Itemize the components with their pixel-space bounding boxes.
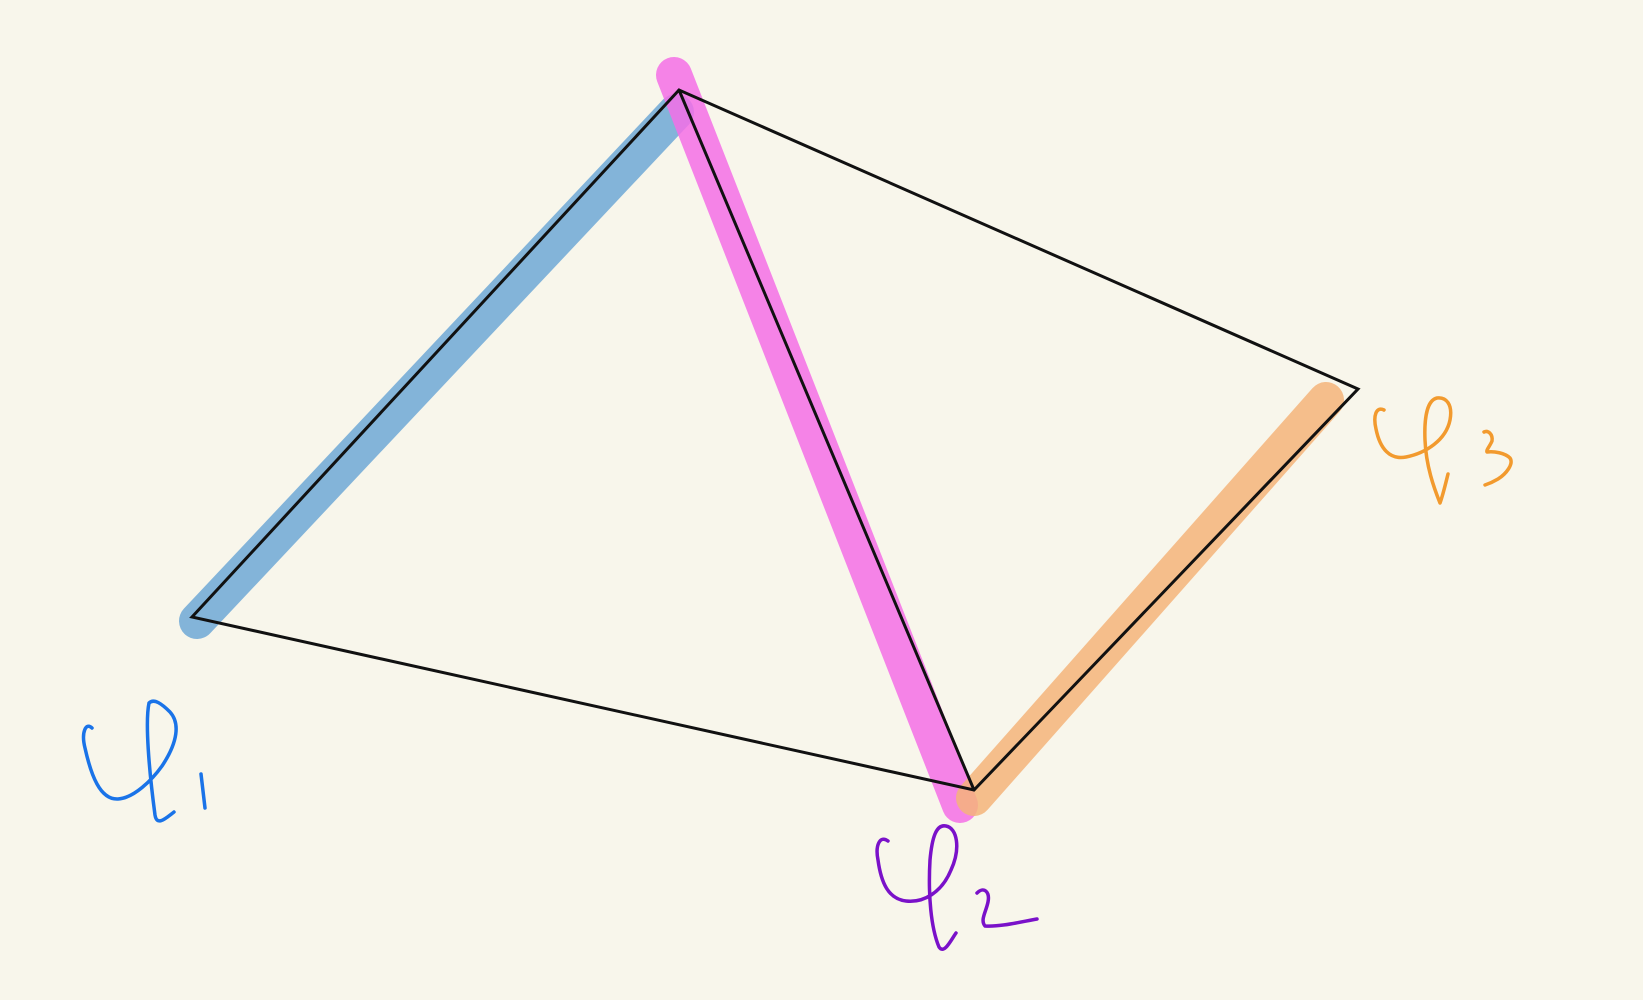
phi-2-subscript: [975, 888, 1039, 928]
phi-1-subscript: [199, 772, 207, 810]
highlight-edge-bottom-right: [956, 382, 1344, 816]
phi-2-label: φ₂: [875, 824, 1039, 951]
phi-1-label: φ₁: [81, 699, 207, 823]
phi-3-subscript: [1482, 429, 1513, 487]
quadrilateral-outline: [189, 88, 1361, 792]
diagonal-edge: [677, 88, 976, 792]
phi-1-glyph: [81, 699, 178, 823]
phi-3-label: φ₃: [1373, 396, 1513, 505]
phi-2-glyph: [875, 824, 959, 951]
highlight-edge-top-bottom: [656, 57, 978, 823]
phi-3-glyph: [1373, 396, 1453, 505]
highlight-edge-left-top: [179, 94, 694, 639]
